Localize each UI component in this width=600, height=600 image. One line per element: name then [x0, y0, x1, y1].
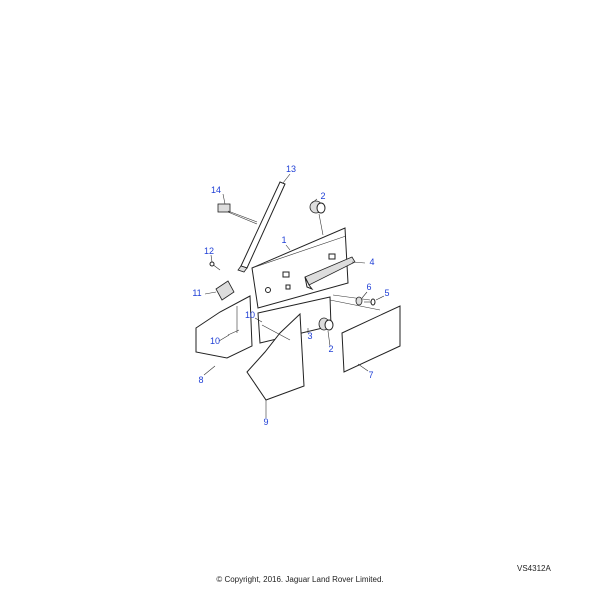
callout-1[interactable]: 1 — [281, 235, 286, 245]
leader-lines — [203, 173, 385, 418]
callout-10-lower[interactable]: 10 — [210, 336, 220, 346]
part-6-washer[interactable] — [355, 296, 363, 306]
callout-14[interactable]: 14 — [211, 185, 221, 195]
diagram-reference: VS4312A — [517, 564, 551, 573]
part-7-side-panel[interactable] — [341, 305, 401, 373]
callout-13[interactable]: 13 — [286, 164, 296, 174]
part-4-pull-handle[interactable] — [304, 256, 356, 291]
callout-12[interactable]: 12 — [204, 246, 214, 256]
callout-8[interactable]: 8 — [198, 375, 203, 385]
callout-2-bottom[interactable]: 2 — [328, 344, 333, 354]
part-2-grommet-top[interactable] — [309, 200, 326, 236]
callout-4[interactable]: 4 — [369, 257, 374, 267]
part-5-screw[interactable] — [364, 298, 376, 306]
part-11-cover[interactable] — [215, 280, 235, 301]
part-12-screw[interactable] — [209, 261, 221, 271]
callout-5[interactable]: 5 — [384, 288, 389, 298]
callout-6[interactable]: 6 — [366, 282, 371, 292]
part-8-trim-panel[interactable] — [195, 295, 253, 359]
callout-11[interactable]: 11 — [192, 288, 201, 298]
part-14-clip[interactable] — [217, 203, 258, 225]
part-13-trim-strip[interactable] — [237, 181, 286, 273]
part-2-grommet-bottom[interactable] — [318, 317, 334, 331]
callout-3[interactable]: 3 — [307, 331, 312, 341]
callout-2-top[interactable]: 2 — [320, 191, 325, 201]
callout-7[interactable]: 7 — [368, 370, 373, 380]
callout-9[interactable]: 9 — [263, 417, 268, 427]
part-1-door-panel[interactable] — [251, 227, 349, 309]
copyright-notice: © Copyright, 2016. Jaguar Land Rover Lim… — [216, 575, 384, 584]
callout-10-upper[interactable]: 10 — [245, 310, 255, 320]
